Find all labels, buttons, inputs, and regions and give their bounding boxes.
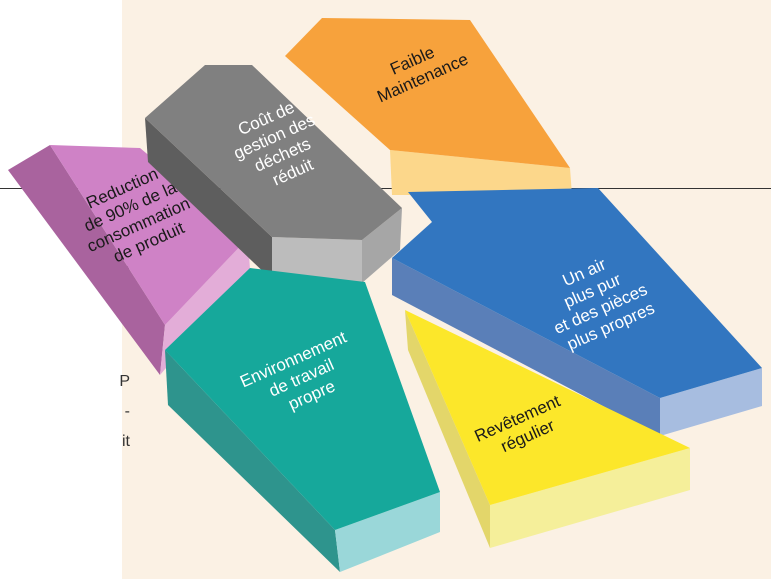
segment-environnement: Environnement de travail propre	[165, 268, 440, 572]
margin-text-5: it	[122, 433, 130, 450]
margin-text-3: P	[119, 373, 130, 390]
segment-maintenance: Faible Maintenance	[285, 18, 572, 195]
segment-cout-label: Coût de gestion des déchets réduit	[223, 90, 339, 199]
segment-revetement: Revêtement régulier	[405, 310, 690, 548]
segment-air: Un air plus pur et des pièces plus propr…	[392, 188, 762, 436]
segment-cout: Coût de gestion des déchets réduit	[145, 65, 402, 283]
horizontal-rule	[0, 188, 771, 189]
margin-text-4: -	[124, 403, 130, 420]
